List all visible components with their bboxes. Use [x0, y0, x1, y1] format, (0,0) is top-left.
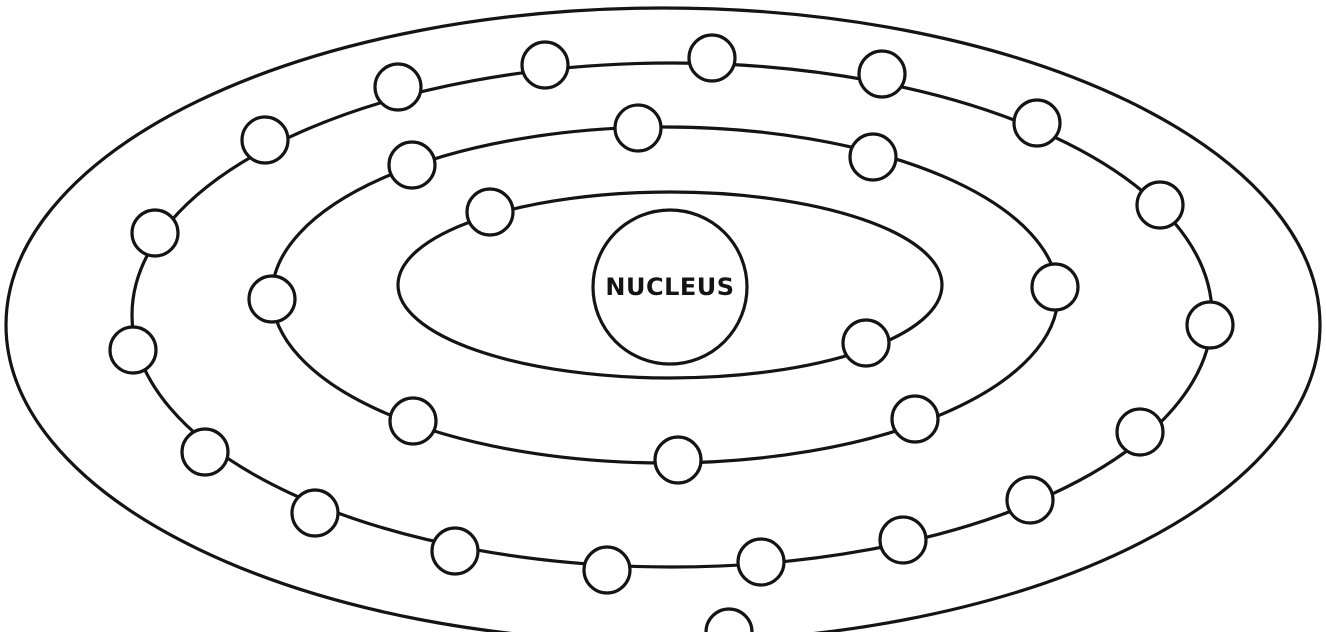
third-shell-electron — [242, 117, 288, 163]
third-shell-electron — [182, 429, 228, 475]
third-shell-electron — [1007, 477, 1053, 523]
second-shell-electron — [390, 398, 436, 444]
third-shell-electron — [1117, 409, 1163, 455]
second-shell-electron — [1032, 264, 1078, 310]
third-shell-electron — [432, 528, 478, 574]
second-shell-electron — [850, 134, 896, 180]
inner-shell-electron — [467, 189, 513, 235]
third-shell-electron — [110, 327, 156, 373]
second-shell-electron — [892, 396, 938, 442]
third-shell-electron — [522, 42, 568, 88]
third-shell-electron — [375, 64, 421, 110]
third-shell-electron — [689, 35, 735, 81]
third-shell-electron — [1014, 100, 1060, 146]
third-shell-electron — [132, 210, 178, 256]
nucleus: NUCLEUS — [593, 210, 747, 364]
third-shell-electron — [880, 517, 926, 563]
third-shell-electron — [738, 539, 784, 585]
third-shell-electron — [859, 51, 905, 97]
second-shell-electron — [389, 142, 435, 188]
nucleus-label: NUCLEUS — [605, 273, 734, 301]
second-shell-electron — [655, 437, 701, 483]
inner-shell-electron — [843, 320, 889, 366]
second-shell-electron — [615, 105, 661, 151]
third-shell-electron — [292, 490, 338, 536]
third-shell-electron — [1187, 302, 1233, 348]
third-shell-electron — [1137, 182, 1183, 228]
second-shell-electron — [249, 276, 295, 322]
outer-shell-electron — [706, 609, 752, 632]
third-shell-electron — [584, 547, 630, 593]
